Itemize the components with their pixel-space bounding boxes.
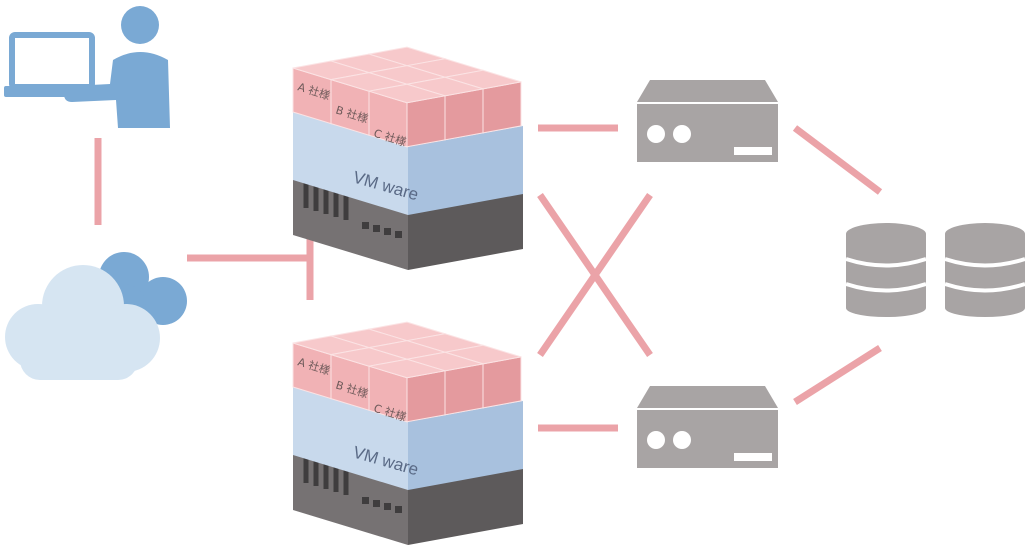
connector-storage1-db — [792, 125, 883, 195]
vm-cube — [368, 358, 446, 423]
vm-cube — [368, 83, 446, 148]
server-ports — [362, 222, 402, 238]
storage-unit-icon — [637, 80, 778, 162]
cloud-icon — [5, 252, 187, 380]
laptop-screen — [9, 32, 95, 90]
vm-cube-grid: A 社様B 社様C 社様 — [292, 46, 522, 149]
cloud-front — [5, 265, 160, 380]
vm-cube-grid: A 社様B 社様C 社様 — [292, 321, 522, 424]
person-body — [64, 52, 170, 128]
database-icon — [845, 223, 927, 317]
vm-stack-top: VM ware A 社様B 社様C 社様 — [292, 46, 523, 270]
person-at-laptop-icon — [4, 6, 170, 128]
vm-stack-bottom: VM ware A 社様B 社様C 社様 — [292, 321, 523, 545]
person-head — [121, 6, 159, 44]
database-icon — [944, 223, 1026, 317]
connector-storage2-db — [793, 345, 882, 405]
server-ports — [362, 497, 402, 513]
connector-cross-b — [537, 193, 653, 357]
storage-unit-icon — [637, 386, 778, 468]
